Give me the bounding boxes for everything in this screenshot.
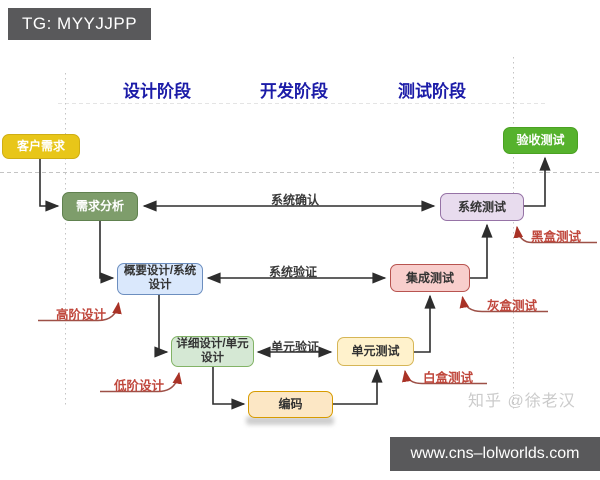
annotation-gray-box-test: 灰盒测试 [487, 299, 538, 313]
footer-url-bar: www.cns–lolworlds.com [390, 437, 600, 471]
edge-label-system-verification: 系统验证 [269, 265, 318, 279]
phase-header-design: 设计阶段 [123, 82, 191, 101]
annotation-low-level-design: 低阶设计 [114, 379, 165, 393]
box-system-test: 系统测试 [440, 193, 524, 221]
dashed-gridlines [0, 57, 600, 412]
edge-label-unit-verification: 单元验证 [271, 340, 320, 354]
edge-label-system-confirmation: 系统确认 [271, 193, 320, 207]
box-detailed-unit-design: 详细设计/单元设计 [171, 336, 254, 367]
annotation-black-box-test: 黑盒测试 [531, 230, 582, 244]
zhihu-watermark: 知乎 @徐老汉 [468, 393, 576, 410]
annotation-high-level-design: 高阶设计 [56, 308, 107, 322]
footer-url-text: www.cns–lolworlds.com [410, 445, 580, 462]
flow-arrows [39, 156, 551, 410]
tg-badge: TG: MYYJJPP [8, 8, 152, 40]
annotation-white-box-test: 白盒测试 [423, 371, 474, 385]
box-unit-test: 单元测试 [337, 337, 414, 366]
box-acceptance-test: 验收测试 [503, 127, 578, 154]
box-requirements-analysis: 需求分析 [62, 192, 138, 221]
box-customer-requirements: 客户需求 [2, 134, 80, 159]
watermark-smudge [246, 416, 334, 425]
box-coding: 编码 [248, 391, 333, 418]
box-integration-test: 集成测试 [390, 264, 470, 292]
phase-header-testing: 测试阶段 [398, 82, 466, 101]
annotation-arrows [38, 225, 597, 393]
tg-badge-text: TG: MYYJJPP [22, 14, 138, 33]
box-outline-system-design: 概要设计/系统设计 [117, 263, 203, 295]
phase-header-development: 开发阶段 [260, 82, 328, 101]
